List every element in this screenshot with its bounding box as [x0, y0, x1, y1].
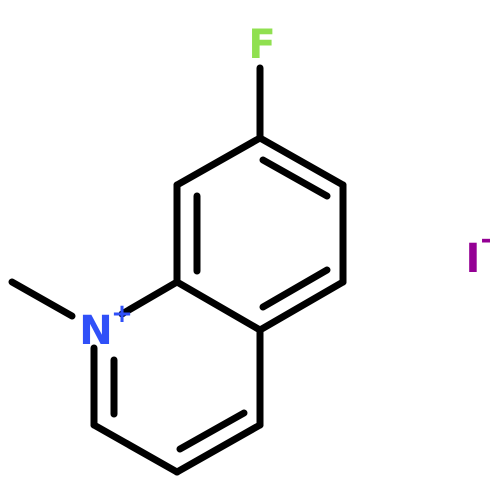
bond-c6-c7 [256, 134, 347, 189]
nitrogen-charge-label: + [111, 299, 133, 329]
bond-c6-c7-inner [259, 156, 331, 200]
fluorine-atom-label: F [248, 22, 275, 68]
bond-c8a-n1 [118, 278, 181, 318]
bond-c2-c3 [90, 421, 181, 476]
iodide-ion-label: I [466, 236, 481, 282]
nitrogen-atom-label: N [79, 308, 112, 354]
bond-c4a-c5 [256, 278, 347, 334]
bond-c7-c8 [173, 134, 264, 189]
bond-c3-c4-inner [176, 409, 248, 453]
bond-c4a-c5-inner [259, 266, 331, 311]
bond-c8a-c4a [173, 278, 264, 334]
bond-n1-methyl [8, 278, 76, 320]
bond-c3-c4 [173, 421, 264, 476]
iodide-charge-label: - [481, 225, 492, 255]
